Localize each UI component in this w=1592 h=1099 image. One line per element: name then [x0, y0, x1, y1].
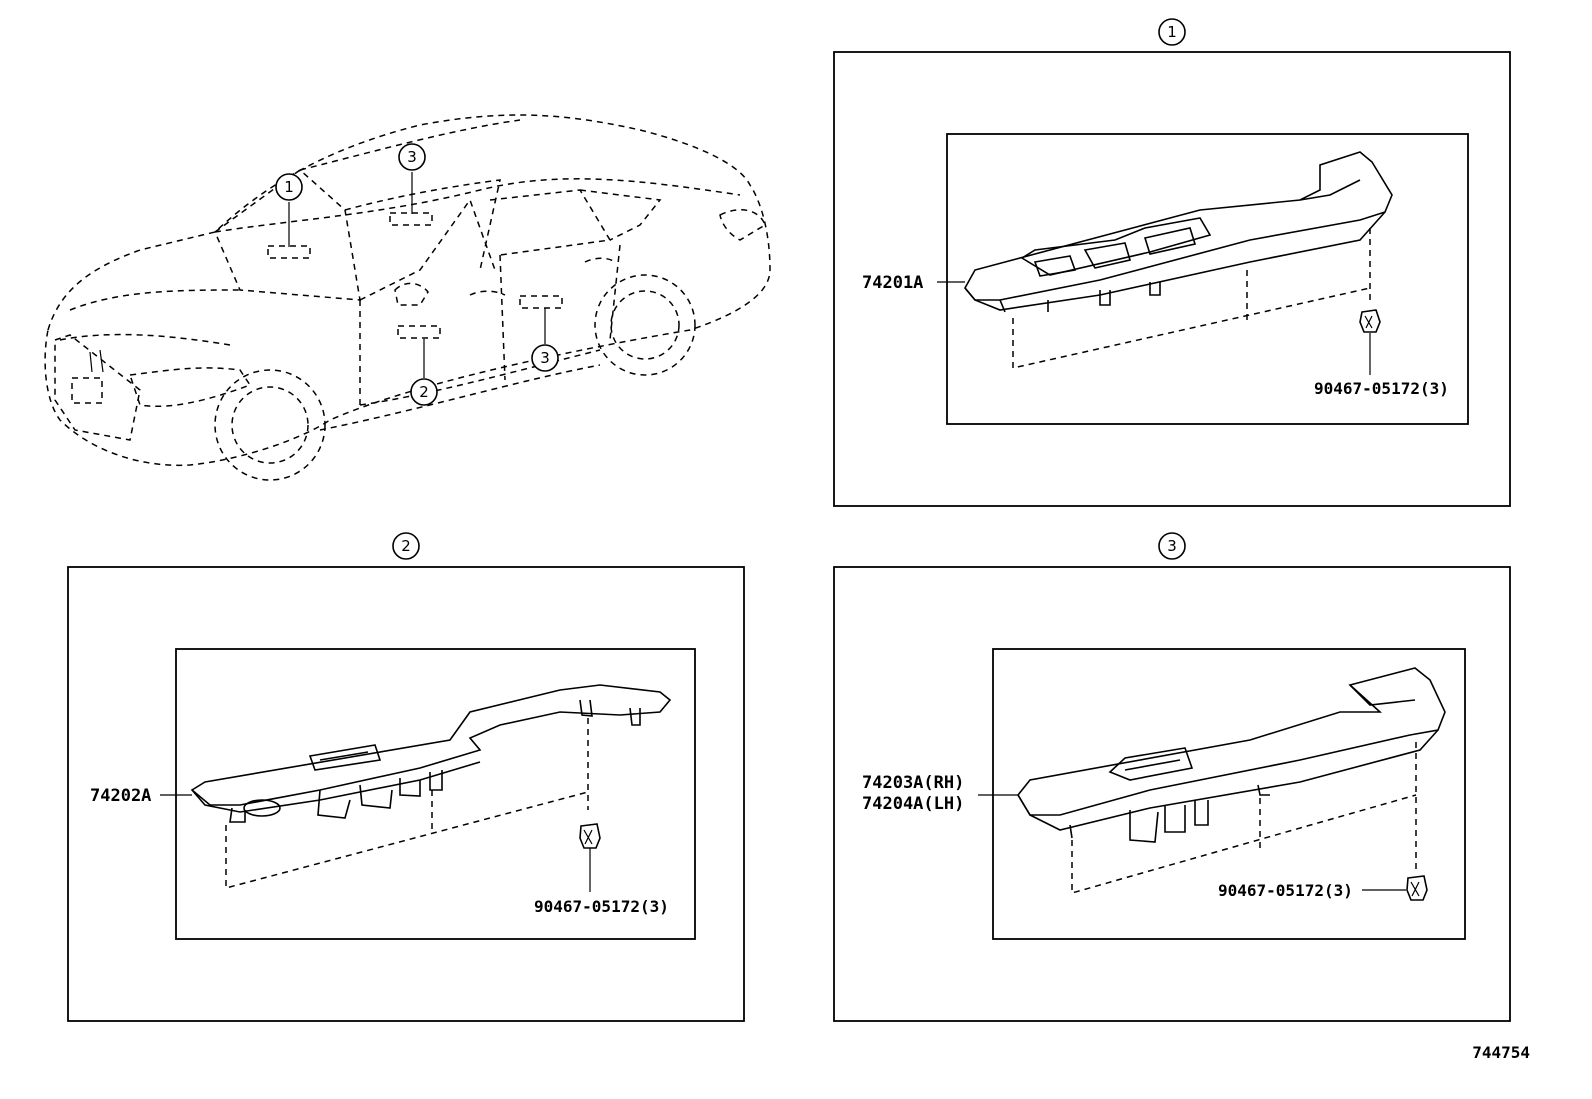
- panel-1-switch-base: [964, 151, 1393, 313]
- panel-3-callout-text: 3: [1167, 537, 1177, 555]
- panel-2-callout-text: 2: [401, 537, 411, 555]
- panel-3-callout: 3: [1158, 532, 1186, 560]
- vehicle-callout-3a: 3: [398, 143, 426, 171]
- panel-2-switch-base: [190, 684, 672, 823]
- panel-3-clip: [1406, 875, 1428, 901]
- panel-3-part-main-lh: 74204A(LH): [862, 794, 964, 814]
- panel-3-switch-base: [1017, 667, 1446, 843]
- rear-wheel: [594, 274, 696, 376]
- panel-1-part-clip: 90467-05172(3): [1314, 379, 1449, 398]
- vehicle-callout-3b: 3: [531, 344, 559, 372]
- panel-2-callout: 2: [392, 532, 420, 560]
- vehicle-callout-3b-text: 3: [540, 349, 550, 367]
- vehicle-callout-3a-text: 3: [407, 148, 417, 166]
- panel-3-part-main-rh: 74203A(RH): [862, 773, 964, 793]
- panel-1-inner-frame: [946, 133, 1469, 425]
- vehicle-callout-2-text: 2: [419, 383, 429, 401]
- panel-2-part-main: 74202A: [90, 786, 151, 806]
- panel-3: 3 74203A(RH) 74204A(LH) 90467-05172(3): [833, 532, 1511, 1022]
- panel-3-outer-frame: [833, 566, 1511, 1022]
- panel-1-callout-text: 1: [1167, 23, 1177, 41]
- panel-2-clip: [579, 823, 601, 849]
- panel-1-part-main: 74201A: [862, 273, 923, 293]
- panel-1: 1 74201A 9: [833, 18, 1511, 507]
- vehicle-callout-1-text: 1: [284, 178, 294, 196]
- panel-2-inner-frame: [175, 648, 696, 940]
- vehicle-illustration: 1 3 2 3: [44, 114, 771, 481]
- front-wheel: [214, 369, 326, 481]
- panel-3-part-clip: 90467-05172(3): [1218, 881, 1353, 900]
- panel-1-callout: 1: [1158, 18, 1186, 46]
- panel-2-part-clip: 90467-05172(3): [534, 897, 669, 916]
- panel-3-inner-frame: [992, 648, 1466, 940]
- panel-2-outer-frame: [67, 566, 745, 1022]
- illustration-number: 744754: [1472, 1043, 1530, 1062]
- vehicle-callout-1: 1: [275, 173, 303, 201]
- panel-1-outer-frame: [833, 51, 1511, 507]
- panel-2: 2 74202A 90467-05172(3): [67, 532, 745, 1022]
- panel-1-clip: [1359, 309, 1381, 333]
- vehicle-callout-2: 2: [410, 378, 438, 406]
